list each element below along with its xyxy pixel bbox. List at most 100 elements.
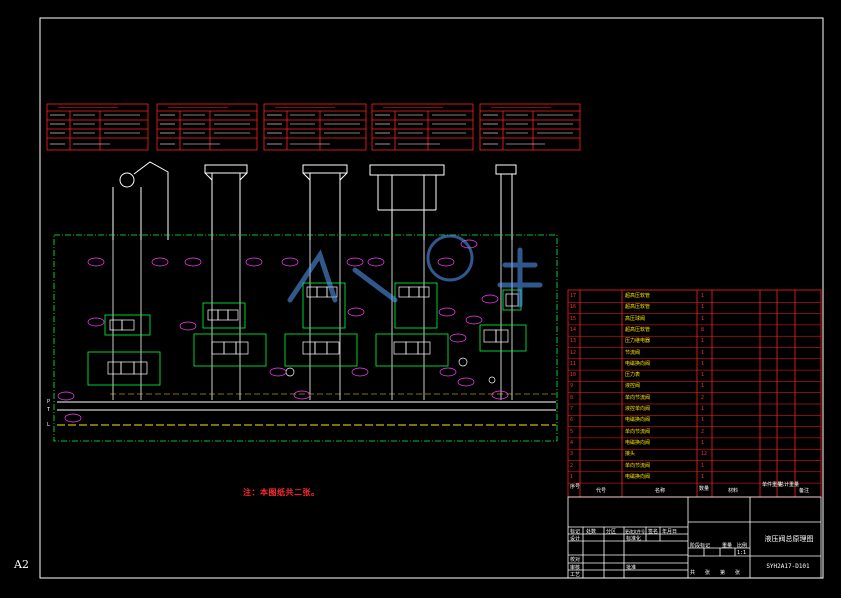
tb-approve-label: 批准 (626, 565, 637, 571)
bom-header-code: 代号 (596, 488, 607, 494)
bom-row-name: 超高压软管 (625, 293, 651, 299)
component-tags (57, 239, 509, 423)
port-label-p: P (47, 399, 51, 405)
tb-sheet-unit2-label: 张 (735, 570, 741, 576)
bom-row-number: 14 (570, 326, 577, 333)
bom-row-qty: 1 (701, 417, 705, 424)
bom-row-name: 接头 (625, 451, 636, 458)
drawing-title: 液压阀总原理图 (764, 535, 814, 543)
tb-sheet-unit-label: 张 (705, 570, 711, 576)
bom-row-name: 单向节流阀 (625, 428, 651, 435)
bom-header-material: 材料 (728, 488, 739, 494)
bom-row-number: 5 (570, 428, 574, 435)
bom-row-qty: 1 (701, 360, 705, 367)
bom-row-qty: 1 (701, 462, 705, 469)
tb-date-label: 年月日 (662, 529, 678, 535)
bom-row-name: 电磁换向阀 (625, 417, 651, 424)
tb-mark-label: 标记 (570, 529, 581, 535)
tb-sheet-total-label: 共 (690, 570, 696, 576)
bom-row-name: 单向节流阀 (625, 462, 651, 469)
bom-row-name: 液控单向阀 (625, 406, 651, 412)
tb-zone-label: 分区 (606, 529, 617, 535)
bom-row-name: 电磁换向阀 (625, 360, 651, 367)
bom-header-remark: 备注 (799, 488, 810, 494)
tb-scale-label: 比例 (737, 543, 748, 549)
tb-stage-label: 阶段标记 (690, 543, 711, 549)
bom-row-number: 3 (570, 451, 574, 458)
bom-row-qty: 1 (701, 338, 705, 345)
tb-review-label: 审核 (570, 565, 581, 571)
valve-manifold-boundary (53, 234, 558, 442)
bom-header-name: 名称 (655, 488, 666, 494)
bom-row-number: 10 (570, 372, 577, 379)
bom-row-name: 节流阀 (625, 349, 641, 356)
drawing-note: 注：本图纸共二张。 (243, 488, 320, 497)
spec-tables (46, 103, 581, 151)
bom-row-number: 17 (570, 293, 577, 299)
bom-row-number: 2 (570, 462, 574, 469)
bom-header-no: 序号 (570, 484, 581, 490)
hydraulic-motor-icon (119, 172, 135, 188)
bom-row-qty: 1 (701, 315, 705, 322)
bom-row-qty: 2 (701, 428, 705, 435)
sheet-size-label: A2 (14, 558, 29, 571)
bom-row-number: 12 (570, 349, 577, 356)
bom-row-number: 13 (570, 338, 577, 345)
watermark-logo (287, 234, 543, 308)
bom-row-qty: 1 (701, 304, 705, 311)
tb-weight-label: 重量 (722, 543, 733, 549)
spec-table-text (50, 107, 573, 145)
bom-row-qty: 12 (701, 451, 708, 458)
bom-row-number: 8 (570, 394, 574, 401)
bom-row-qty: 1 (701, 349, 705, 356)
bom-row-qty: 2 (701, 394, 705, 401)
bom-row-number: 1 (570, 473, 574, 480)
bom-row-number: 9 (570, 383, 574, 390)
bom-row-name: 压力表 (625, 372, 641, 379)
tb-sign-label: 签名 (648, 529, 659, 535)
inner-border (39, 17, 824, 579)
bom-row-qty: 1 (701, 439, 705, 446)
bom-row-qty: 8 (701, 326, 705, 333)
port-label-t: T (47, 407, 51, 413)
bom-row-number: 16 (570, 304, 577, 311)
bom-row-number: 11 (570, 360, 577, 367)
bom-row-name: 压力继电器 (625, 338, 651, 345)
bom-row-number: 15 (570, 315, 577, 322)
bom-row-name: 液控阀 (625, 383, 641, 390)
bom-row-qty: 1 (701, 473, 705, 480)
bom-row-qty: 1 (701, 372, 705, 379)
valve-blocks (87, 282, 527, 386)
bom-row-name: 超高压软管 (625, 304, 651, 311)
actuators (112, 161, 517, 240)
valve-spools (107, 286, 519, 384)
tb-check-label: 校对 (570, 557, 581, 563)
bom-row-number: 6 (570, 417, 574, 424)
tb-count-label: 处数 (586, 529, 597, 535)
port-label-l: L (47, 422, 51, 428)
bom-row-qty: 1 (701, 383, 705, 390)
drawing-number: SYH2A17-D101 (766, 563, 810, 570)
bom-row-name: 高压球阀 (625, 315, 646, 322)
tb-change-doc-label: 更改文件号 (625, 529, 645, 534)
bom-row-number: 4 (570, 439, 574, 446)
bom-row-name: 电磁换向阀 (625, 439, 651, 446)
main-pressure-lines (57, 393, 556, 426)
tb-process-label: 工艺 (570, 572, 581, 578)
tb-design-label: 设计 (570, 536, 581, 542)
bom-row-qty: 1 (701, 406, 705, 412)
title-block-grid (567, 496, 822, 579)
bom-table-grid (567, 289, 822, 498)
bom-row-name: 单向节流阀 (625, 394, 651, 401)
tb-standard-label: 标准化 (626, 536, 642, 542)
bom-row-name: 电磁换向阀 (625, 473, 651, 480)
solenoid-actuator-icon (495, 164, 517, 175)
bom-header-total-weight: 总计重量 (779, 482, 800, 488)
bom-row-qty: 1 (701, 293, 705, 299)
bom-header-unit-weight: 单件重量 (762, 482, 783, 488)
bom-row-name: 超高压软管 (625, 326, 651, 333)
bom-header-qty: 数量 (699, 486, 710, 492)
bom-row-number: 7 (570, 406, 574, 412)
tb-sheet-index-label: 第 (720, 570, 726, 576)
